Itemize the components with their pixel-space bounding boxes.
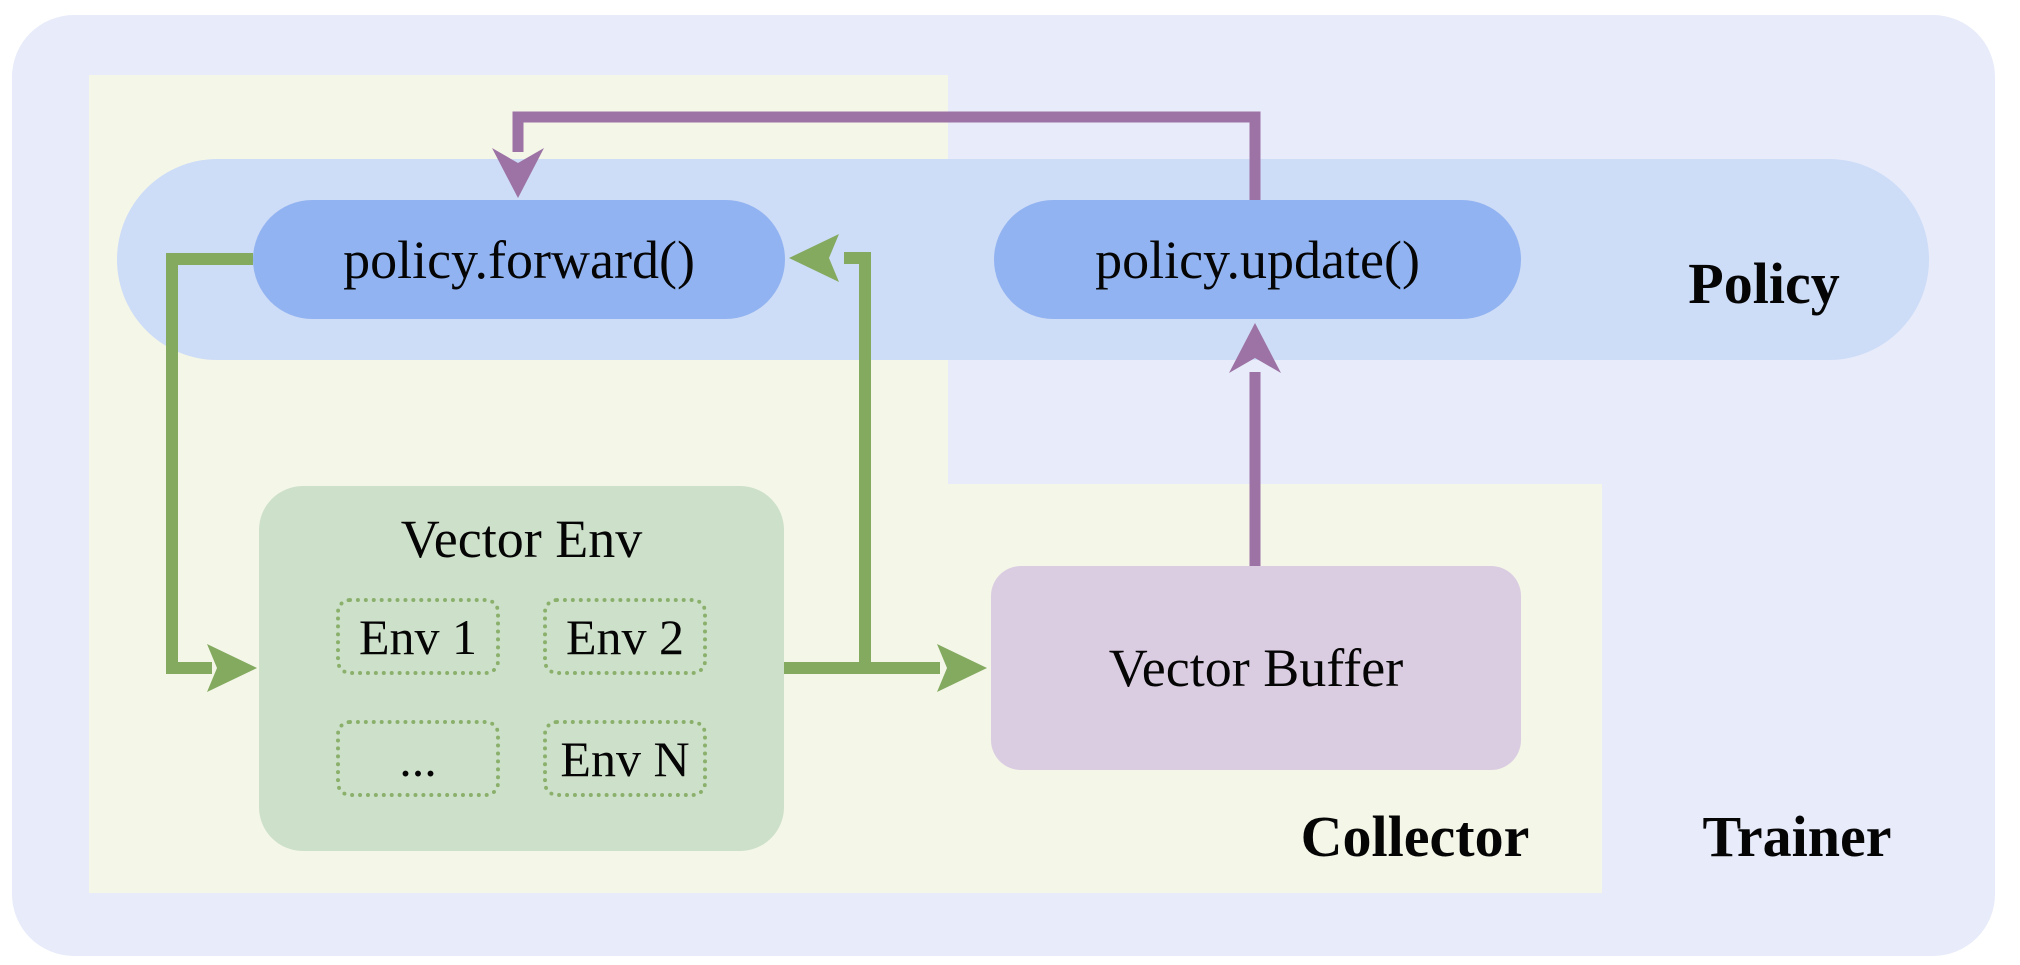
region-label-collector: Collector: [1300, 804, 1530, 869]
arrow-forward-to-env: [166, 253, 257, 692]
policy-update-node: policy.update(): [994, 200, 1521, 319]
env-cell-n: Env N: [543, 720, 707, 798]
env-cell-ellipsis: ...: [336, 720, 500, 798]
arrow-update-to-forward: [492, 111, 1261, 200]
arrow-env-to-buffer: [865, 644, 987, 692]
vector-env-box: Vector Env Env 1 Env 2 ... Env N: [259, 486, 784, 851]
policy-forward-label: policy.forward(): [343, 229, 695, 290]
arrow-env-to-forward: [784, 234, 871, 674]
env-cell-1: Env 1: [336, 598, 500, 676]
region-label-policy: Policy: [1688, 251, 1840, 316]
policy-update-label: policy.update(): [1095, 229, 1420, 290]
vector-buffer-box: Vector Buffer: [991, 566, 1521, 770]
vector-env-title: Vector Env: [400, 509, 643, 569]
env-cell-2: Env 2: [543, 598, 707, 676]
region-label-trainer: Trainer: [1702, 804, 1892, 869]
env-grid: Env 1 Env 2 ... Env N: [336, 598, 707, 798]
arrow-buffer-to-update: [1229, 323, 1281, 566]
vector-buffer-label: Vector Buffer: [1108, 638, 1404, 698]
policy-forward-node: policy.forward(): [253, 200, 785, 319]
